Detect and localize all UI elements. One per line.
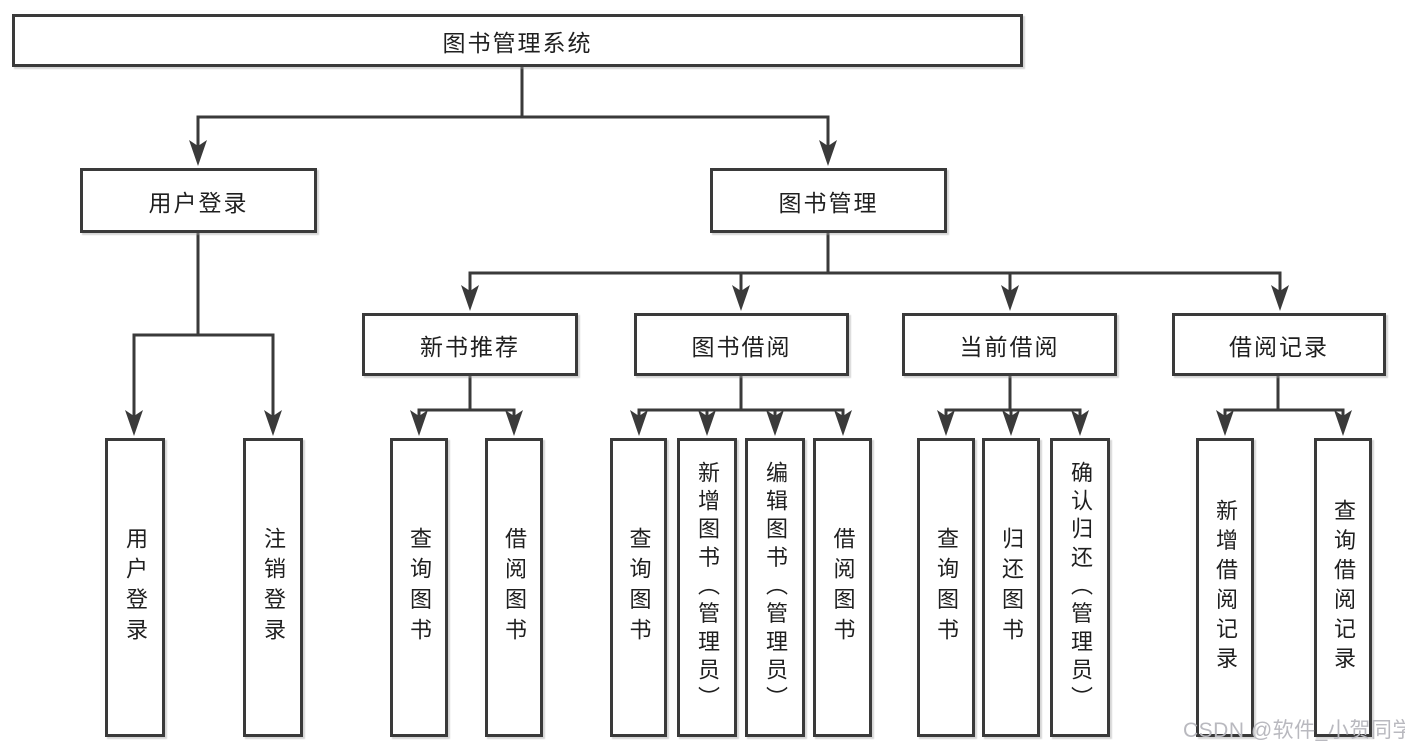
node-book-borrowing: 图书借阅 xyxy=(634,313,849,376)
node-label: 借阅图书 xyxy=(502,526,527,649)
node-new-book-recommendation: 新书推荐 xyxy=(362,313,578,376)
node-label: 图书管理系统 xyxy=(442,29,593,56)
node-borrow-books-borrow: 借阅图书 xyxy=(813,438,872,737)
arrowhead-down-icon xyxy=(125,410,143,436)
node-current-borrowing: 当前借阅 xyxy=(902,313,1117,376)
node-edit-book-admin: 编辑图书（管理员） xyxy=(745,438,805,737)
node-label: 确认归还（管理员） xyxy=(1068,460,1093,715)
node-return-books: 归还图书 xyxy=(982,438,1040,737)
node-label: 借阅图书 xyxy=(830,526,856,649)
node-query-books-recommend: 查询图书 xyxy=(390,438,448,737)
arrowhead-down-icon xyxy=(264,410,282,436)
node-label: 新增借阅记录 xyxy=(1213,499,1238,676)
arrowhead-down-icon xyxy=(732,285,750,311)
node-query-borrow-record: 查询借阅记录 xyxy=(1314,438,1372,737)
node-label: 注销登录 xyxy=(261,526,286,649)
node-add-borrow-record: 新增借阅记录 xyxy=(1196,438,1254,737)
node-label: 当前借阅 xyxy=(959,333,1060,360)
node-query-books-borrow: 查询图书 xyxy=(610,438,667,737)
node-borrow-books-recommend: 借阅图书 xyxy=(485,438,543,737)
arrowhead-down-icon xyxy=(766,410,784,436)
arrowhead-down-icon xyxy=(505,410,523,436)
node-label: 编辑图书（管理员） xyxy=(763,460,788,715)
node-label: 图书借阅 xyxy=(691,333,792,360)
node-add-book-admin: 新增图书（管理员） xyxy=(677,438,737,737)
arrowhead-down-icon xyxy=(630,410,648,436)
node-library-system: 图书管理系统 xyxy=(12,14,1023,67)
node-label: 查询图书 xyxy=(626,526,652,649)
arrowhead-down-icon xyxy=(834,410,852,436)
arrowhead-down-icon xyxy=(1002,410,1020,436)
node-user-login: 用户登录 xyxy=(80,168,317,233)
node-label: 用户登录 xyxy=(148,189,249,216)
node-label: 新增图书（管理员） xyxy=(695,460,720,715)
node-logout: 注销登录 xyxy=(243,438,303,737)
node-borrowing-records: 借阅记录 xyxy=(1172,313,1386,376)
node-user-login-leaf: 用户登录 xyxy=(105,438,165,737)
node-label: 查询图书 xyxy=(934,526,959,649)
arrowhead-down-icon xyxy=(819,140,837,166)
node-label: 归还图书 xyxy=(999,526,1024,649)
arrowhead-down-icon xyxy=(1071,410,1089,436)
arrowhead-down-icon xyxy=(1216,410,1234,436)
arrowhead-down-icon xyxy=(189,140,207,166)
arrowhead-down-icon xyxy=(1271,285,1289,311)
node-label: 图书管理 xyxy=(778,189,879,216)
node-label: 查询图书 xyxy=(407,526,432,649)
arrowhead-down-icon xyxy=(937,410,955,436)
node-confirm-return-admin: 确认归还（管理员） xyxy=(1050,438,1110,737)
node-query-books-current: 查询图书 xyxy=(917,438,975,737)
arrowhead-down-icon xyxy=(1001,285,1019,311)
arrowhead-down-icon xyxy=(461,285,479,311)
arrowhead-down-icon xyxy=(1334,410,1352,436)
node-book-management: 图书管理 xyxy=(710,168,947,233)
arrowhead-down-icon xyxy=(410,410,428,436)
arrowhead-down-icon xyxy=(698,410,716,436)
csdn-watermark: CSDN @软件_小贺同学 xyxy=(1183,719,1405,742)
node-label: 用户登录 xyxy=(123,526,148,649)
node-label: 新书推荐 xyxy=(420,333,520,360)
node-label: 查询借阅记录 xyxy=(1331,499,1356,676)
node-label: 借阅记录 xyxy=(1229,333,1329,360)
